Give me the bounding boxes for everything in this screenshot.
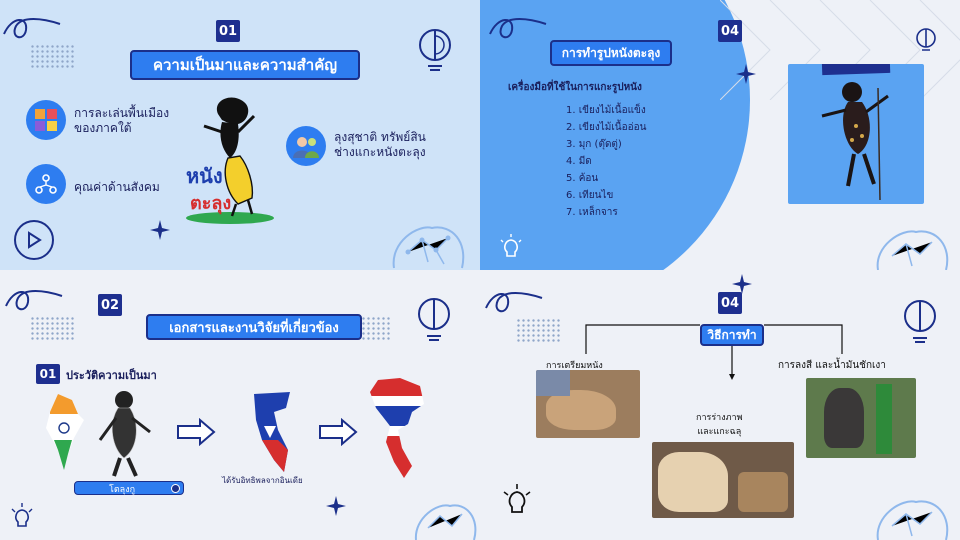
puzzle-icon xyxy=(26,100,66,140)
list-item: 3. มุก (ตุ๊ดตู่) xyxy=(566,139,622,150)
community-icon xyxy=(26,164,66,204)
influence-caption: ได้รับอิทธิพลจากอินเดีย xyxy=(222,476,303,485)
lightbulb-icon xyxy=(503,484,531,513)
list-item: 4. มีด xyxy=(566,156,592,167)
play-icon xyxy=(28,231,42,249)
step-sketch-carve: การร่างภาพ และแกะฉลุ xyxy=(696,413,743,437)
lightbulb-icon xyxy=(11,503,33,527)
brain-network-icon xyxy=(876,500,949,540)
search-pill[interactable]: โตลุงกู xyxy=(74,481,184,495)
photo-detail xyxy=(738,472,788,512)
photo-sketch-carve xyxy=(652,442,794,518)
person-name-role: ลุงสุชาติ ทรัพย์สิน ช่างแกะหนังตะลุง xyxy=(334,130,426,159)
swirl-decoration-icon xyxy=(5,290,63,311)
brain-network-icon xyxy=(414,504,477,540)
item-folk-play: การละเล่นพื้นเมือง ของภาคใต้ xyxy=(74,106,170,135)
sparkle-icon xyxy=(150,220,170,240)
tools-subtitle: เครื่องมือที่ใช้ในการแกะรูปหนัง xyxy=(508,82,642,93)
slide-title: ความเป็นมาและความสำคัญ xyxy=(130,50,360,80)
list-item: 5. ค้อน xyxy=(566,173,599,184)
puppet-photo xyxy=(788,64,924,204)
map-influence-illustration xyxy=(254,392,290,472)
slide-history-importance: 01 ความเป็นมาและความสำคัญ การละเล่นพื้นเ… xyxy=(0,0,480,270)
people-icon xyxy=(286,126,326,166)
arrow-right-icon xyxy=(177,418,216,446)
shadow-puppet-figure xyxy=(821,82,889,200)
india-map-flag xyxy=(46,394,84,470)
slide-title: การทำรูปหนังตะลุง xyxy=(550,40,672,66)
idea-bulb-icon xyxy=(419,29,451,71)
photo-detail xyxy=(658,452,728,512)
item-social-value: คุณค่าด้านสังคม xyxy=(74,180,160,194)
brain-network-icon xyxy=(876,230,949,270)
diamond-pattern xyxy=(720,0,960,100)
flow-connectors xyxy=(585,324,843,380)
section-number: 01 xyxy=(216,20,240,42)
idea-bulb-icon xyxy=(904,300,936,343)
tape-strip xyxy=(821,64,891,76)
shadow-puppet-figure xyxy=(98,391,151,477)
photo-detail xyxy=(824,388,864,448)
slide-method: 04 วิธีการทำ การเตรียมหนัง การร่างภาพ แล… xyxy=(480,270,960,540)
sparkle-icon xyxy=(736,64,756,84)
sparkle-icon xyxy=(326,496,346,516)
slide-puppet-making-tools: การทำรูปหนังตะลุง 04 เครื่องมือที่ใช้ในก… xyxy=(480,0,960,270)
list-item: 2. เขียงไม้เนื้ออ่อน xyxy=(566,122,647,133)
logo-line-1: หนัง xyxy=(186,164,223,188)
section-number: 02 xyxy=(98,294,122,316)
photo-detail xyxy=(536,370,570,396)
list-item: 7. เหล็กจาร xyxy=(566,207,618,218)
lightbulb-icon xyxy=(500,234,522,257)
thailand-flag-map xyxy=(370,378,424,478)
slide-related-research: 02 เอกสารและงานวิจัยที่เกี่ยวข้อง 01 ประ… xyxy=(0,270,480,540)
photo-paint-varnish xyxy=(806,378,916,458)
dots-pattern xyxy=(516,318,560,344)
swirl-decoration-icon xyxy=(485,292,543,313)
search-text: โตลุงกู xyxy=(109,485,136,495)
idea-bulb-icon xyxy=(916,28,936,51)
dots-pattern xyxy=(30,44,74,70)
search-icon xyxy=(171,484,180,493)
section-number: 04 xyxy=(718,292,742,314)
sub-section-number: 01 xyxy=(36,364,60,384)
play-button[interactable] xyxy=(14,220,54,260)
sparkle-icon xyxy=(732,274,752,294)
list-item: 1. เขียงไม้เนื้อแข็ง xyxy=(566,105,646,116)
section-number: 04 xyxy=(718,20,742,42)
list-item: 6. เทียนไข xyxy=(566,190,614,201)
photo-detail xyxy=(876,384,892,454)
brain-network-icon xyxy=(392,226,465,269)
dots-pattern xyxy=(30,316,74,342)
photo-prepare-hide xyxy=(536,370,640,438)
swirl-decoration-icon xyxy=(3,18,61,39)
arrow-right-icon xyxy=(319,418,358,446)
step-paint-varnish: การลงสี และน้ำมันชักเงา xyxy=(778,360,886,371)
sub-section-title: ประวัติความเป็นมา xyxy=(66,369,157,382)
tools-list: 1. เขียงไม้เนื้อแข็ง 2. เขียงไม้เนื้ออ่อ… xyxy=(566,102,646,221)
idea-bulb-icon xyxy=(418,298,450,341)
slide-title: เอกสารและงานวิจัยที่เกี่ยวข้อง xyxy=(146,314,362,340)
nang-talung-puppet-illustration xyxy=(186,97,274,224)
photo-detail xyxy=(546,390,616,430)
swirl-decoration-icon xyxy=(489,18,547,39)
slide-title: วิธีการทำ xyxy=(700,324,764,346)
logo-line-2: ตะลุง xyxy=(190,193,232,214)
step-prepare-hide: การเตรียมหนัง xyxy=(546,361,603,371)
